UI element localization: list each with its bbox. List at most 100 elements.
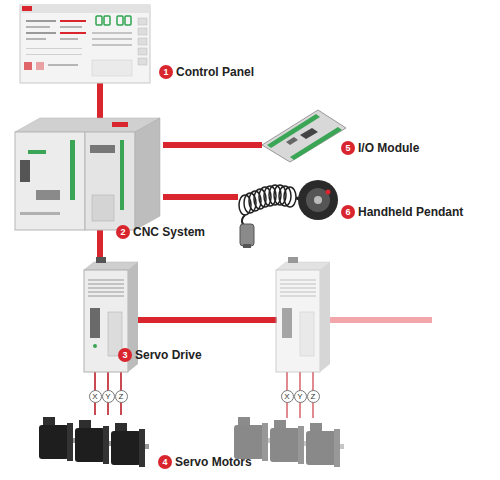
control-panel-screen-part	[22, 6, 32, 11]
control-panel-screen-part	[138, 18, 147, 25]
control-panel-screen-part	[104, 16, 110, 25]
component-label: Servo Motors	[175, 454, 315, 470]
io-module-board-part	[262, 110, 346, 162]
handheld-pendant-part	[326, 190, 331, 195]
control-panel-screen-part	[36, 62, 44, 70]
control-panel-screen	[20, 5, 150, 83]
servo-motor-set-faded-part	[306, 431, 336, 465]
servo-drive-unit-faded-part	[280, 296, 316, 297]
control-panel-screen-part	[60, 20, 86, 22]
servo-motor-set-part	[139, 429, 145, 467]
servo-motor-set-faded-part	[334, 429, 340, 467]
cnc-unit-part	[20, 212, 60, 215]
callout-number: 4	[158, 455, 172, 469]
handheld-pendant-part	[240, 224, 254, 246]
connection-line	[163, 142, 262, 148]
callout-number: 2	[116, 225, 130, 239]
control-panel-screen-part	[26, 48, 82, 49]
cnc-unit	[15, 118, 160, 230]
control-panel-screen-part	[96, 16, 102, 25]
control-panel-screen-part	[26, 20, 56, 22]
control-panel-screen-part	[20, 5, 150, 83]
control-panel-screen-part	[60, 38, 78, 40]
cnc-unit-part	[70, 140, 75, 200]
component-box: I/O Module	[262, 110, 346, 180]
control-panel-screen-part	[60, 26, 82, 28]
control-panel-screen-part	[138, 48, 147, 55]
cnc-unit-part	[112, 122, 128, 127]
cnc-unit-part	[36, 190, 60, 200]
control-panel-screen-part	[125, 16, 131, 25]
callout-number: 6	[341, 205, 355, 219]
axis-label: Y	[102, 390, 115, 403]
control-panel-screen-part	[26, 26, 50, 28]
control-panel-screen-part	[92, 60, 132, 76]
servo-drive-unit-faded-part	[282, 308, 292, 338]
handheld-pendant-part	[243, 244, 251, 248]
component-label: Handheld Pendant	[358, 204, 498, 220]
control-panel-screen-part	[26, 38, 46, 40]
servo-drive-unit-faded-part	[280, 284, 316, 285]
servo-motor-set-part	[75, 428, 105, 462]
component-label: I/O Module	[358, 140, 498, 156]
axis-label: X	[89, 390, 102, 403]
axis-label: Z	[115, 390, 128, 403]
servo-drive-unit-part	[88, 292, 124, 293]
control-panel-screen-part	[20, 5, 150, 13]
servo-motor-set-faded-part	[238, 417, 250, 425]
control-panel-screen-part	[26, 32, 56, 34]
control-panel-screen-part	[26, 54, 82, 55]
cnc-unit-part	[85, 132, 135, 230]
servo-motor-set-part	[115, 423, 127, 431]
cnc-unit-part	[20, 160, 30, 182]
io-module-board-part	[267, 114, 320, 148]
servo-drive-unit-part	[96, 257, 106, 263]
servo-drive-unit-faded-part	[276, 270, 320, 372]
callout-number: 5	[341, 141, 355, 155]
control-panel-screen-part	[92, 32, 132, 34]
io-module-board-part	[300, 128, 318, 139]
servo-motor-set-part	[145, 444, 149, 449]
callout-number: 3	[118, 348, 132, 362]
servo-motor-set-part	[67, 423, 73, 461]
cnc-unit-part	[120, 140, 124, 210]
cnc-unit-part	[15, 132, 85, 230]
cnc-unit-part	[135, 118, 160, 230]
servo-motor-set-part	[39, 425, 69, 459]
servo-drive-unit-faded-part	[288, 257, 298, 263]
servo-drive-unit-faded-part	[280, 280, 316, 281]
handheld-pendant	[239, 180, 338, 248]
servo-drive-unit-part	[88, 288, 124, 289]
cnc-unit-part	[92, 195, 114, 221]
handheld-pendant-part	[284, 187, 296, 207]
axis-label: Y	[294, 390, 307, 403]
drive-link-line-part	[138, 317, 277, 323]
control-panel-screen-part	[117, 16, 123, 25]
component-box: Servo Motors	[35, 415, 147, 473]
servo-motor-set-part	[79, 420, 91, 428]
servo-drive-unit-part	[88, 296, 124, 297]
control-panel-screen-part	[60, 32, 86, 34]
handheld-pendant-part	[298, 180, 338, 220]
servo-motor-set-part	[111, 431, 141, 465]
servo-motor-set	[39, 417, 149, 467]
connection-line	[97, 83, 103, 118]
component-label: Control Panel	[176, 64, 316, 80]
handheld-pendant-part	[314, 196, 322, 204]
servo-drive-unit-part	[93, 344, 97, 348]
control-panel-screen-part	[138, 58, 147, 65]
io-module-board	[262, 110, 346, 162]
component-box: Handheld Pendant	[238, 170, 342, 248]
connection-line	[163, 194, 238, 200]
component-label: Servo Drive	[135, 347, 275, 363]
servo-motor-set-faded-part	[310, 423, 322, 431]
control-panel-screen-part	[138, 38, 147, 45]
cnc-unit-part	[28, 150, 46, 154]
servo-motor-set-faded-part	[270, 428, 300, 462]
servo-motor-set-faded-part	[234, 425, 264, 459]
cnc-unit-part	[90, 145, 115, 153]
servo-drive-unit-faded-part	[320, 262, 330, 372]
servo-motor-set-part	[103, 426, 109, 464]
component-box: CNC System	[15, 118, 163, 230]
